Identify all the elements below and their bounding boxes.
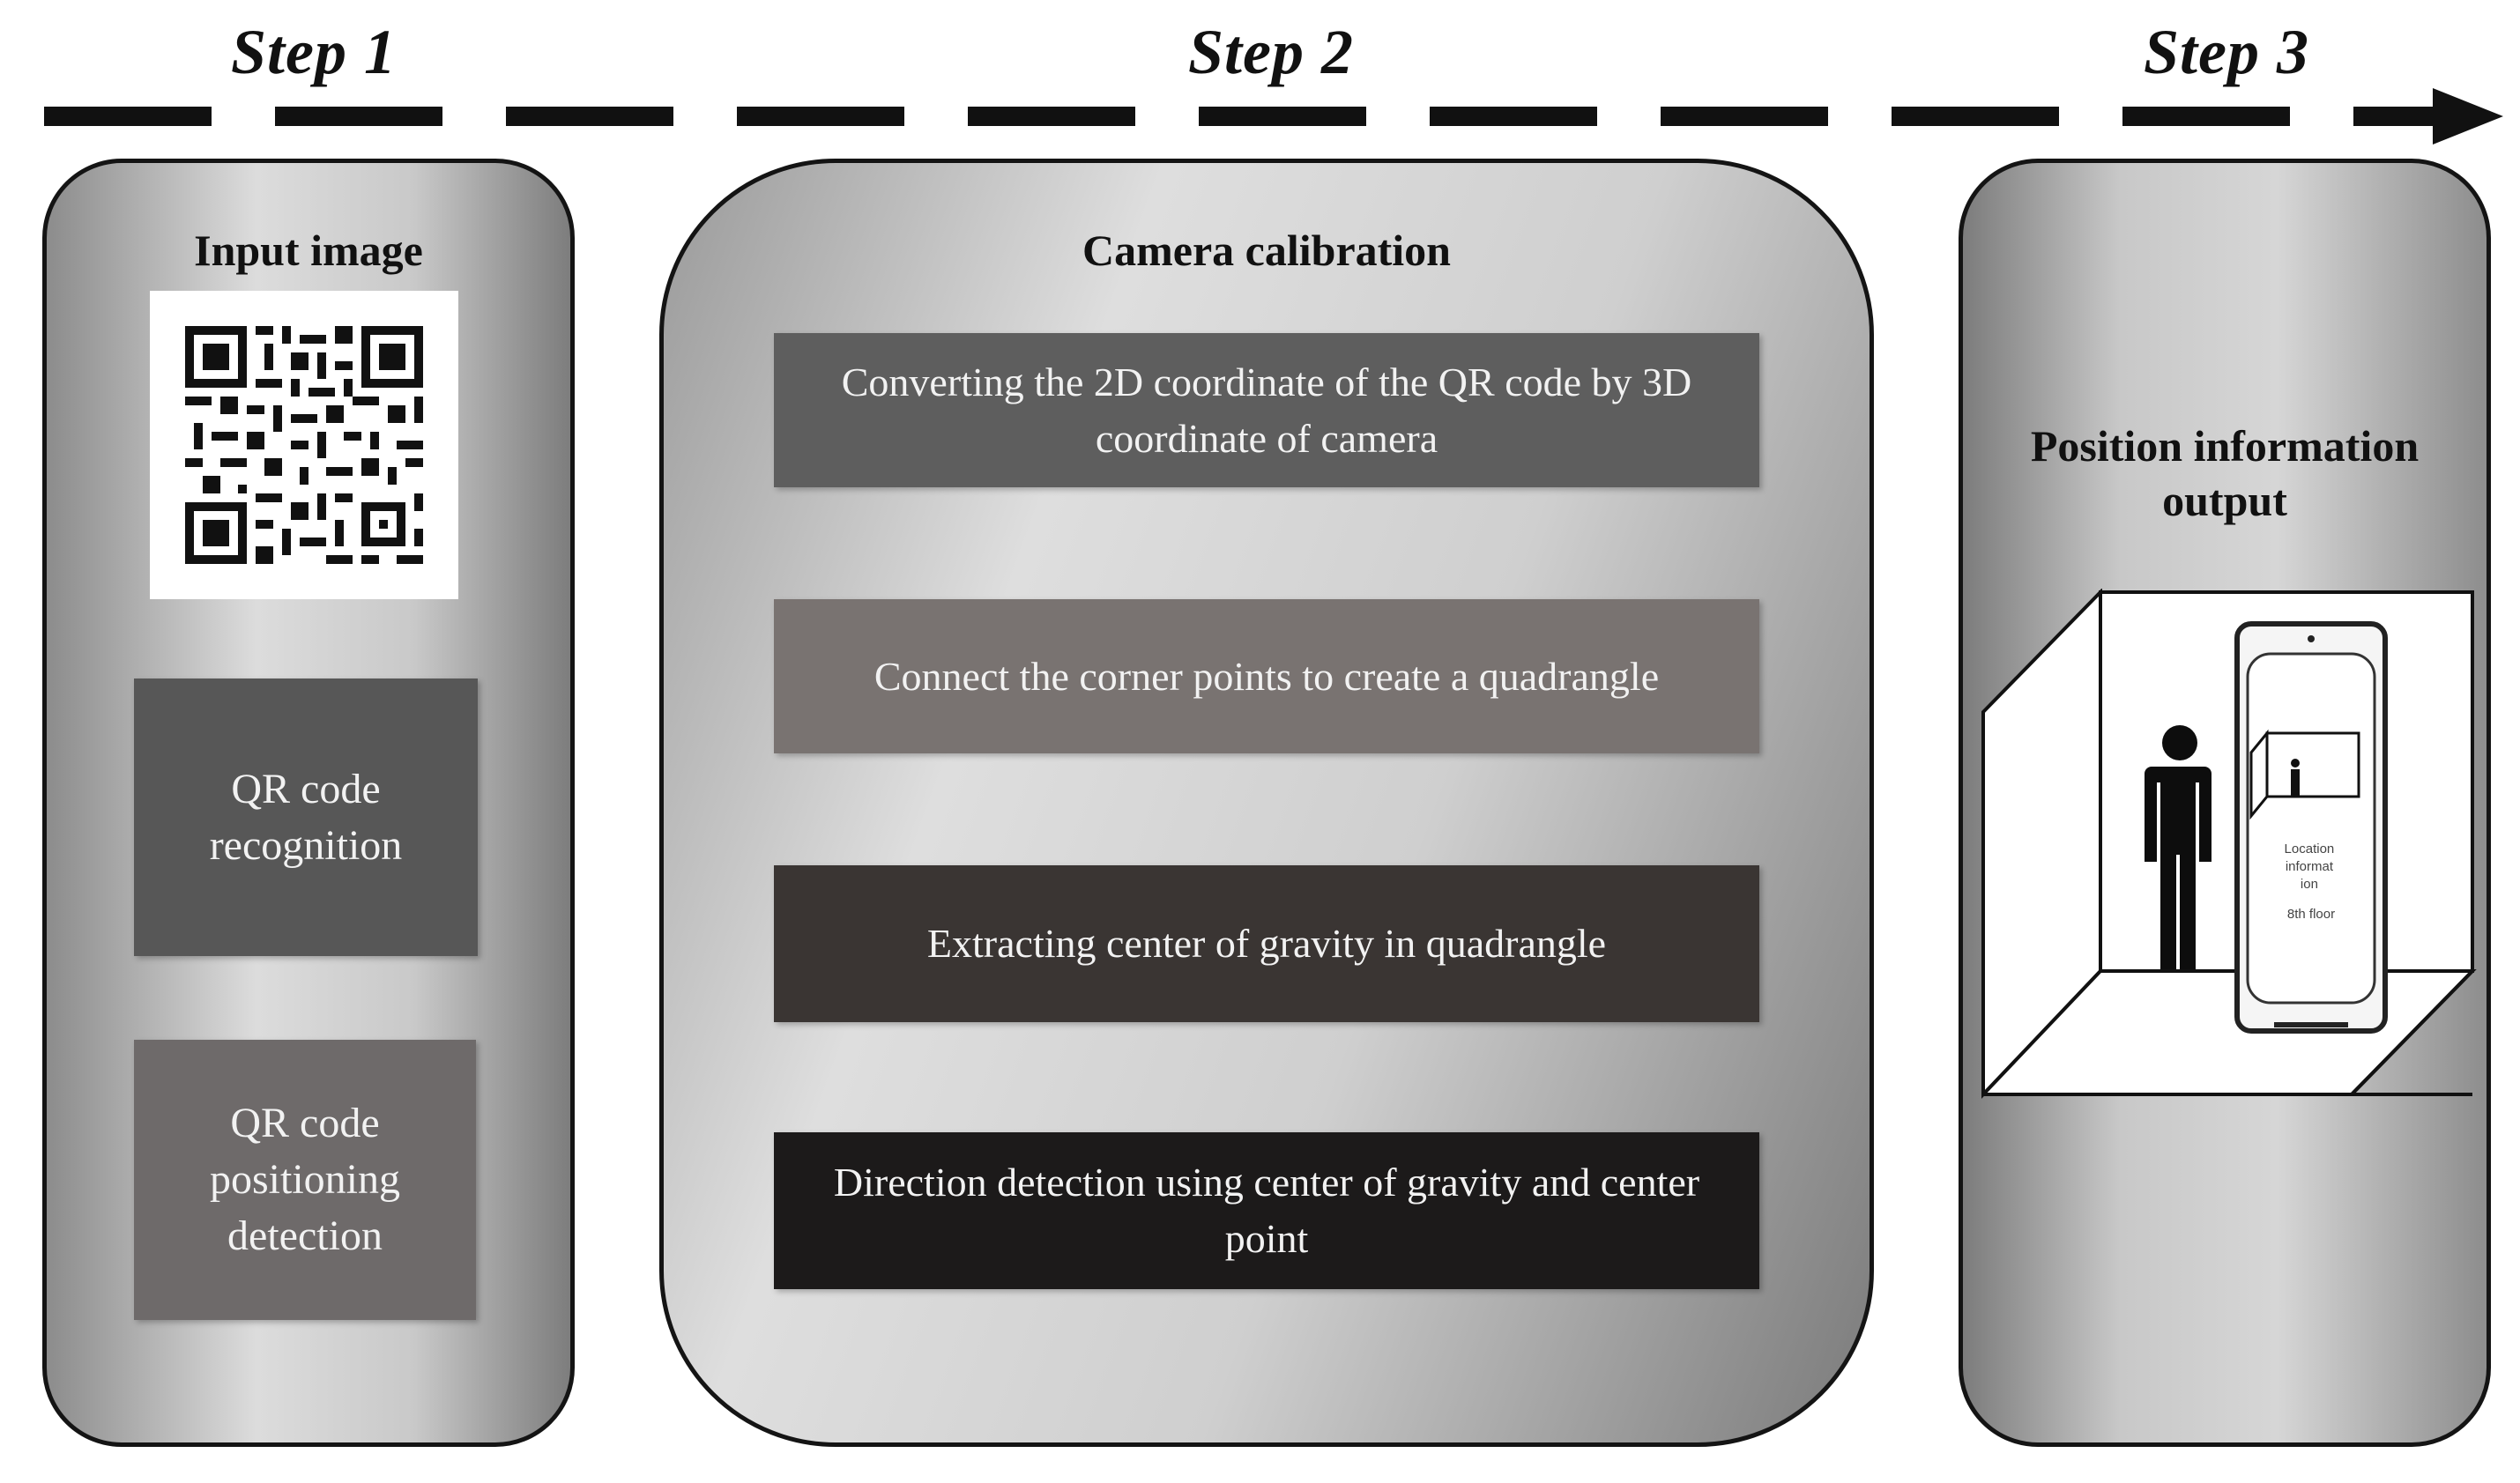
arrow-right-icon [2433,88,2503,145]
calibration-stage-3: Extracting center of gravity in quadrang… [774,865,1759,1022]
calibration-stage-4-label: Direction detection using center of grav… [833,1160,1700,1261]
output-illustration: Location informat ion 8th floor [1981,589,2477,1100]
qr-positioning-label: QR code positioning detection [209,1100,401,1259]
input-panel-title: Input image [194,226,423,275]
process-arrow [44,88,2503,145]
qr-image-frame [150,291,458,599]
step-3-label: Step 3 [2144,17,2310,87]
calibration-stage-1-label: Converting the 2D coordinate of the QR c… [841,359,1692,461]
calibration-stage-1: Converting the 2D coordinate of the QR c… [774,333,1759,487]
smartphone-icon [2234,621,2388,1034]
calibration-panel-title: Camera calibration [1082,226,1451,275]
qr-recognition-label: QR code recognition [209,765,403,869]
qr-positioning-box: QR code positioning detection [134,1040,476,1320]
calibration-stage-4: Direction detection using center of grav… [774,1132,1759,1289]
qr-recognition-box: QR code recognition [134,678,478,956]
output-panel-title: Position information output [2030,421,2420,525]
phone-screen-text: Location informat ion 8th floor [2285,842,2338,922]
room-icon [1981,589,2477,1100]
calibration-stage-2: Connect the corner points to create a qu… [774,599,1759,753]
calibration-stage-3-label: Extracting center of gravity in quadrang… [926,921,1607,966]
person-icon [2145,725,2212,969]
calibration-stage-2-label: Connect the corner points to create a qu… [873,653,1660,699]
step-1-label: Step 1 [231,17,398,87]
qr-code-icon [185,326,423,564]
step-2-label: Step 2 [1188,17,1355,87]
